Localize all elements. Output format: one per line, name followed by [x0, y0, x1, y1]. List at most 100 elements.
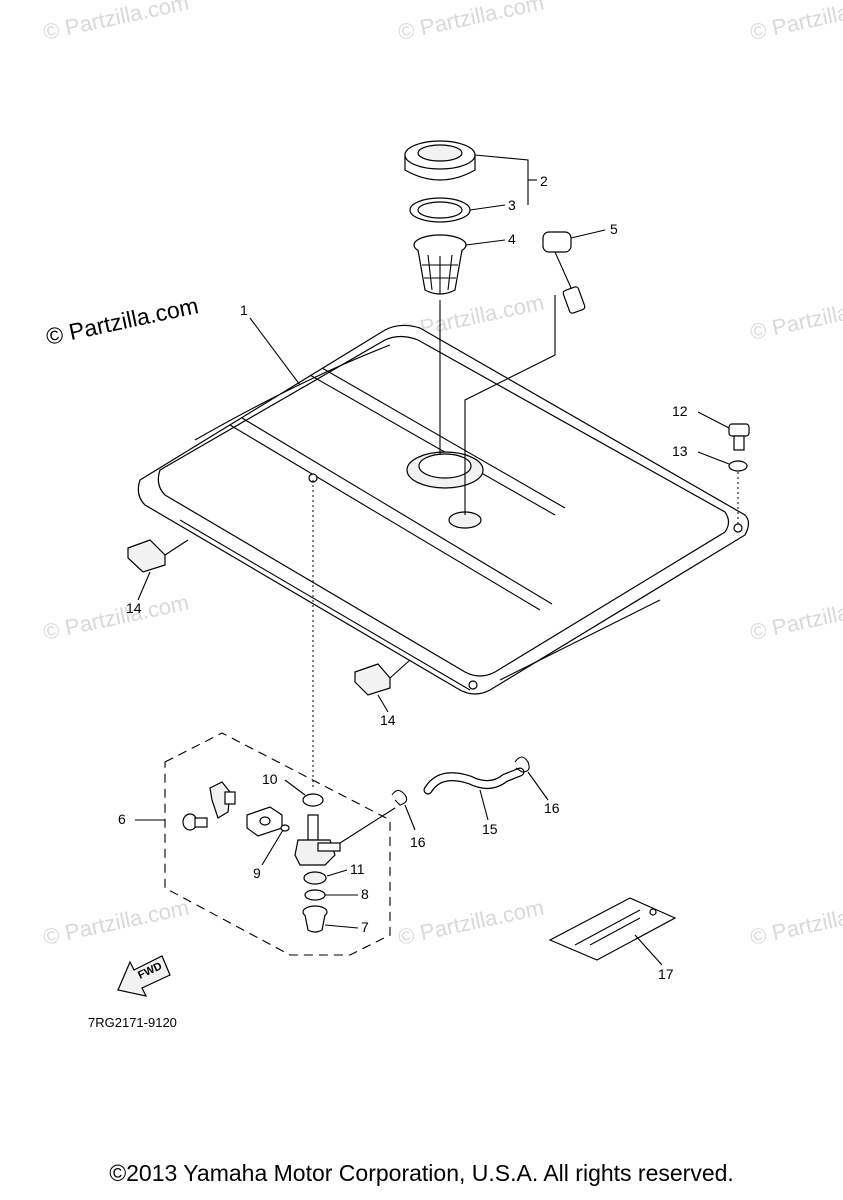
mounting-hole [733, 523, 743, 533]
leader-14a [137, 571, 151, 601]
tank-cap [404, 140, 476, 181]
watermark: © Partzilla.com [748, 0, 843, 45]
callout-16b: 16 [544, 800, 560, 816]
gasket-inner [417, 201, 463, 219]
hose-clip [514, 756, 530, 773]
fuel-cock-body [294, 793, 341, 866]
cock-stem [307, 814, 319, 841]
damper [354, 663, 391, 696]
assembly-axis [464, 295, 556, 515]
fuel-cock-screw [182, 813, 208, 831]
leader-11 [326, 869, 348, 877]
watermark: © Partzilla.com [396, 0, 546, 45]
callout-6: 6 [118, 811, 126, 827]
tank-body [157, 335, 730, 677]
leader-line [339, 807, 396, 844]
clip [391, 789, 408, 806]
fuel-gauge [542, 231, 586, 314]
gauge-rod [554, 251, 573, 291]
fuel-strainer [413, 234, 467, 295]
leader-13 [697, 451, 730, 465]
tank-lower-rim [179, 519, 471, 691]
tank-ridge [309, 374, 556, 516]
fwd-arrow-shape [117, 955, 171, 997]
leader-17 [634, 934, 663, 966]
o-ring [280, 824, 290, 832]
sediment-gasket [304, 889, 326, 901]
watermark: © Partzilla.com [41, 590, 191, 645]
tank-ridge [241, 417, 553, 605]
bag [548, 897, 677, 961]
callout-4: 4 [508, 231, 516, 247]
leader-5 [570, 229, 606, 239]
gauge-float [562, 286, 586, 314]
callout-14a: 14 [126, 600, 142, 616]
leader-line [164, 539, 189, 556]
leader-12 [697, 411, 730, 429]
leader-9 [261, 829, 284, 866]
callout-13: 13 [672, 443, 688, 459]
leader-4 [465, 239, 506, 246]
bolt [728, 423, 750, 451]
fuel-hose-inner [424, 768, 524, 794]
callout-9: 9 [253, 865, 261, 881]
seal-washer [302, 793, 324, 807]
callout-8: 8 [361, 886, 369, 902]
callout-12: 12 [672, 403, 688, 419]
parts-bag [548, 897, 677, 961]
fuel-tank [137, 324, 750, 695]
callout-3: 3 [508, 197, 516, 213]
diagram-code: 7RG2171-9120 [88, 1015, 177, 1030]
bolt-shank [733, 435, 745, 451]
tank-lower-rim [499, 599, 661, 681]
fuel-cock-plate [246, 806, 283, 837]
tank-filler-opening [418, 453, 472, 479]
tank-ridge [229, 424, 541, 611]
filter-screen [303, 871, 327, 885]
leader-15 [479, 789, 489, 821]
cap-center [417, 144, 463, 162]
watermark: © Partzilla.com [748, 290, 843, 345]
callout-10: 10 [262, 771, 278, 787]
screw-shank [194, 817, 208, 828]
bag-fold [574, 909, 641, 946]
watermark-dark: © Partzilla.com [44, 292, 201, 350]
tank-edge [194, 344, 391, 441]
fuel-cock-lever [209, 781, 236, 819]
leader-3 [469, 204, 506, 211]
leader-16a [404, 804, 416, 831]
cup-body [304, 914, 326, 933]
damper [127, 539, 166, 573]
lever-knob [224, 791, 236, 805]
gauge-head [542, 231, 572, 253]
clip [514, 756, 530, 773]
watermark: © Partzilla.com [396, 895, 546, 950]
watermark: © Partzilla.com [41, 0, 191, 45]
callout-17: 17 [658, 966, 674, 982]
callout-5: 5 [610, 221, 618, 237]
leader-10 [284, 779, 306, 796]
sediment-cup [302, 905, 328, 933]
callout-16a: 16 [410, 834, 426, 850]
callout-labels: 1 2 3 4 5 6 7 8 9 10 11 12 13 14 14 15 1… [118, 173, 688, 982]
leader-7 [324, 924, 359, 929]
leader-2 [474, 154, 529, 205]
callout-11: 11 [350, 861, 365, 877]
damper-block [127, 539, 166, 573]
callout-2: 2 [540, 173, 548, 189]
callout-14b: 14 [380, 712, 396, 728]
damper-block [354, 663, 391, 696]
copyright-notice: ©2013 Yamaha Motor Corporation, U.S.A. A… [109, 1160, 734, 1186]
watermark: © Partzilla.com [748, 590, 843, 645]
callout-15: 15 [482, 821, 498, 837]
callout-1: 1 [240, 302, 248, 318]
cap-gasket [409, 197, 471, 223]
watermark: © Partzilla.com [748, 895, 843, 950]
cock-outlet [317, 842, 341, 852]
leader-line [389, 659, 411, 679]
strainer-grid [422, 254, 458, 294]
mounting-hole [468, 680, 478, 690]
fuel-cock-group-outline [164, 732, 391, 956]
leader-16b [527, 771, 549, 801]
